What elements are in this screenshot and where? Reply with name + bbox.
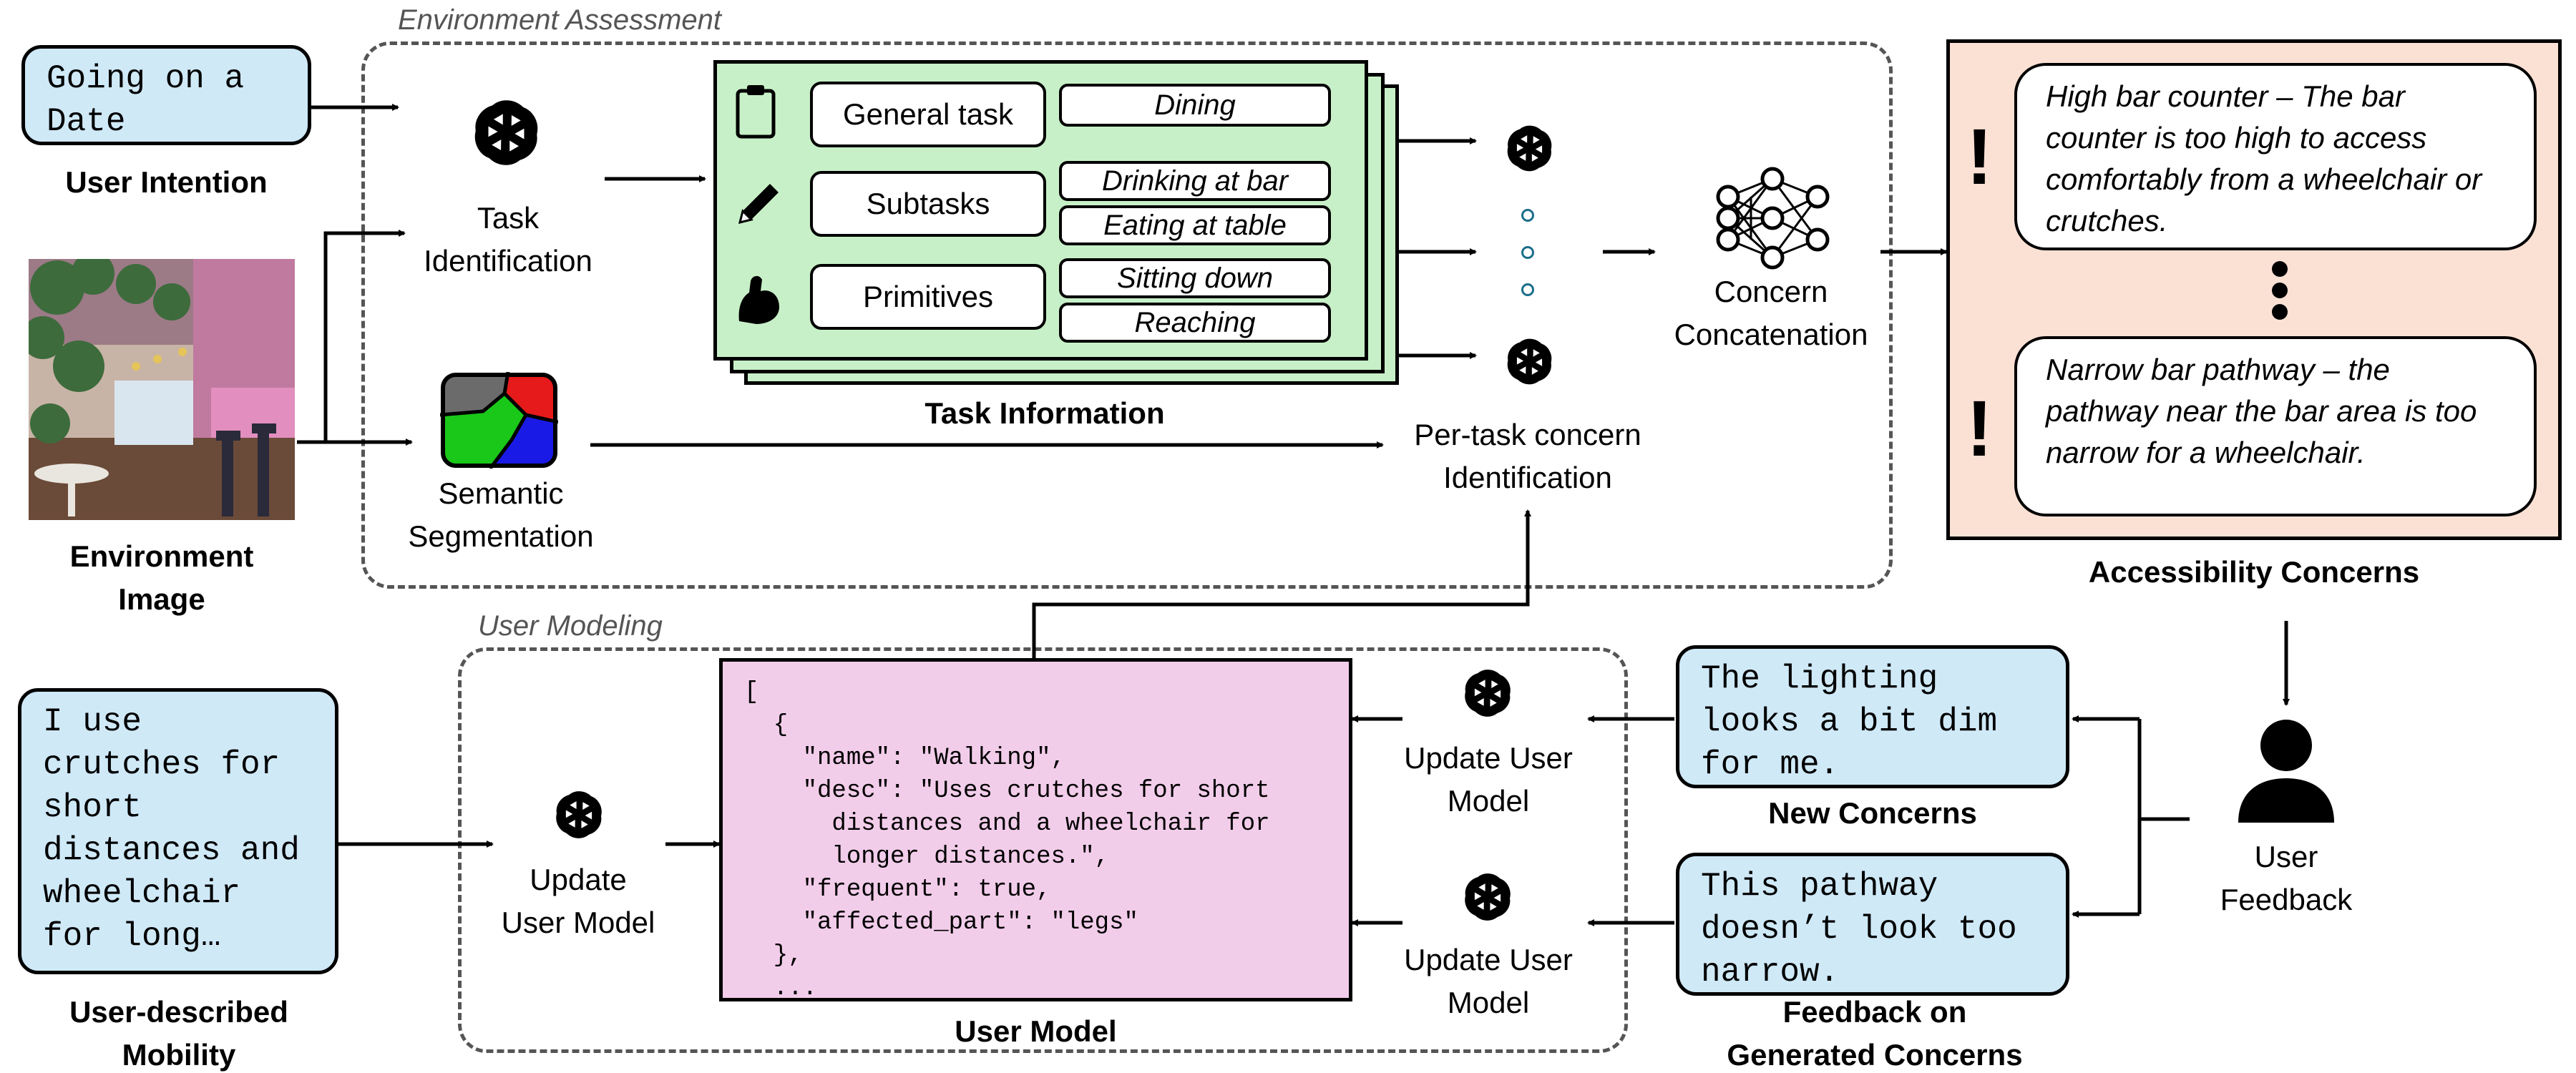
subtask-value: Drinking at bar: [1059, 161, 1331, 201]
semantic-segmentation-label: Semantic Segmentation: [408, 476, 594, 553]
concern-concatenation-label: Concern Concatenation: [1674, 275, 1868, 351]
arm-icon: [738, 275, 779, 324]
environment-image-caption: Environment Image: [69, 539, 254, 616]
general-task-value: Dining: [1059, 84, 1331, 127]
ellipsis-dot: [1521, 209, 1534, 222]
openai-icon: [458, 84, 555, 181]
accessibility-concerns-caption: Accessibility Concerns: [2088, 555, 2420, 589]
task-information-caption: Task Information: [924, 396, 1165, 430]
ellipsis-dot: [2272, 283, 2288, 298]
generated-feedback-caption: Feedback on Generated Concerns: [1727, 995, 2023, 1072]
environment-photo: [29, 259, 295, 520]
user-intention-input: Going on a Date: [21, 45, 311, 145]
user-modeling-title: User Modeling: [472, 610, 668, 642]
concern-item: Narrow bar pathway – the pathway near th…: [2014, 336, 2537, 516]
openai-icon: [1453, 658, 1523, 728]
primitives-label: Primitives: [810, 264, 1046, 330]
ellipsis-dot: [2272, 261, 2288, 277]
subtasks-label: Subtasks: [810, 171, 1046, 237]
segmentation-icon: [440, 372, 558, 469]
pencil-icon: [738, 184, 779, 225]
generated-feedback-input: This pathway doesn’t look too narrow.: [1676, 853, 2069, 996]
openai-icon: [1453, 862, 1523, 932]
ellipsis-dot: [1521, 283, 1534, 296]
primitive-value: Reaching: [1059, 303, 1331, 343]
env-assessment-group: [361, 41, 1893, 589]
ellipsis-dot: [2272, 304, 2288, 320]
update-user-model-label: Update User Model: [501, 863, 655, 939]
user-modeling-group: [458, 647, 1628, 1053]
concern-item: High bar counter – The bar counter is to…: [2014, 63, 2537, 250]
user-icon: [2238, 720, 2334, 823]
task-card: General task Dining Subtasks Drinking at…: [713, 60, 1368, 361]
task-identification-label: Task Identification: [424, 201, 592, 278]
clipboard-icon: [736, 85, 776, 139]
ellipsis-dot: [1521, 246, 1534, 259]
openai-icon: [544, 780, 614, 850]
user-model-caption: User Model: [955, 1014, 1117, 1048]
neural-network-icon: [1716, 167, 1830, 270]
update-user-model-label: Update User Model: [1404, 741, 1573, 818]
new-concerns-caption: New Concerns: [1768, 796, 1977, 830]
new-concerns-input: The lighting looks a bit dim for me.: [1676, 645, 2069, 788]
user-model-json: [ { "name": "Walking", "desc": "Uses cru…: [719, 658, 1352, 1002]
warning-exclamation: !: [1966, 385, 1993, 473]
user-intention-caption: User Intention: [65, 165, 268, 199]
update-user-model-label: Update User Model: [1404, 943, 1573, 1019]
subtask-value: Eating at table: [1059, 205, 1331, 245]
general-task-label: General task: [810, 82, 1046, 147]
env-assessment-title: Environment Assessment: [392, 4, 728, 36]
user-mobility-caption: User-described Mobility: [69, 995, 288, 1072]
per-task-concern-label: Per-task concern Identification: [1414, 418, 1641, 494]
user-feedback-label: User Feedback: [2220, 840, 2353, 916]
warning-exclamation: !: [1966, 113, 1993, 201]
user-mobility-input: I use crutches for short distances and w…: [18, 688, 338, 974]
primitive-value: Sitting down: [1059, 258, 1331, 298]
openai-icon: [1496, 328, 1563, 396]
openai-icon: [1496, 114, 1563, 182]
